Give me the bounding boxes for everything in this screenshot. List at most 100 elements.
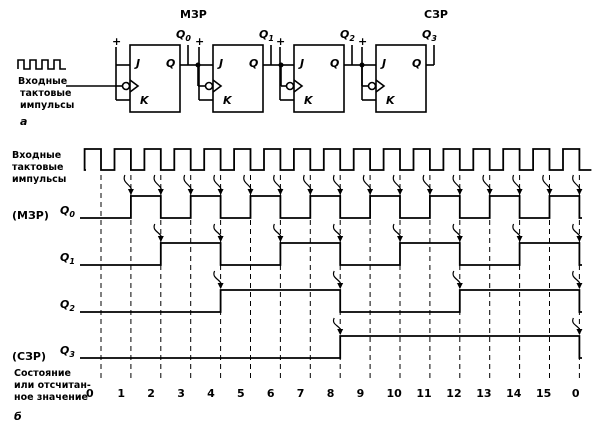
input-label-3: импульсы (20, 100, 74, 111)
pin-q-label: Q (412, 57, 421, 70)
input-label-1: Входные (18, 76, 67, 87)
pin-k-label: K (140, 94, 150, 107)
output-label-q2: Q2 (340, 28, 355, 43)
pin-q-label: Q (166, 57, 175, 70)
clock-label-3: импульсы (12, 174, 66, 185)
count-label-5: 5 (237, 387, 245, 400)
flip-flop-box (212, 44, 264, 113)
pin-q-label: Q (249, 57, 258, 70)
output-label-q0: Q0 (176, 28, 191, 43)
flip-flop-2: JKQ+Q2 (276, 28, 368, 113)
arrow-head (337, 329, 344, 335)
state-label-3: ное значение (14, 392, 88, 403)
clock-triangle (293, 79, 304, 93)
waveform-q0 (80, 195, 582, 219)
arrow-head (127, 189, 134, 195)
arrow-head (576, 283, 583, 289)
pin-j-label: J (380, 57, 386, 70)
clock-label-2: тактовые (12, 162, 63, 173)
count-label-6: 6 (267, 387, 275, 400)
pin-k-label: K (223, 94, 233, 107)
pin-j-label: J (134, 57, 140, 70)
clock-triangle (375, 79, 386, 93)
input-pulse-icon (17, 59, 66, 70)
output-label-q3: Q3 (422, 28, 437, 43)
arrow-head (247, 189, 254, 195)
count-label-8: 8 (327, 387, 335, 400)
arrow-head (337, 236, 344, 242)
part-b-label: б (14, 410, 22, 423)
signal-label-q0: Q0 (60, 204, 75, 219)
count-label-14: 14 (506, 387, 522, 400)
clock-bubble (121, 81, 131, 91)
flip-flop-0: J K Q + Q0 (112, 28, 205, 113)
flip-flop-box (375, 44, 427, 113)
clock-waveform (83, 148, 592, 171)
flip-flop-3: JKQ+Q3 (358, 28, 437, 113)
arrow-head (337, 189, 344, 195)
arrow-head (576, 236, 583, 242)
clock-bubble (204, 81, 214, 91)
part-a-label: а (20, 115, 27, 128)
arrow-head (397, 189, 403, 195)
schematic (17, 59, 115, 87)
arrow-head (217, 283, 224, 289)
count-label-4: 4 (207, 387, 215, 400)
count-label-9: 9 (357, 387, 365, 400)
count-label-3: 3 (177, 387, 185, 400)
arrow-head (576, 329, 583, 335)
waveform-q2 (80, 289, 582, 313)
arrow-head (337, 283, 344, 289)
pin-j-label: J (217, 57, 223, 70)
arrow-head (217, 189, 224, 195)
arrow-head (546, 189, 553, 195)
arrow-head (367, 189, 374, 195)
flip-flop-1: JKQ+Q1 (195, 28, 286, 113)
clock-triangle (129, 79, 140, 93)
count-label-15: 15 (536, 387, 551, 400)
arrow-head (277, 236, 284, 242)
signal-label-q3: Q3 (60, 344, 75, 359)
arrow-head (456, 236, 463, 242)
state-label-1: Состояние (14, 368, 71, 379)
lsb-label: МЗР (180, 8, 207, 21)
arrow-head (217, 236, 224, 242)
arrow-head (486, 189, 493, 195)
count-label-1: 1 (117, 387, 125, 400)
arrow-head (456, 189, 463, 195)
arrow-head (426, 189, 433, 195)
arrow-head (516, 189, 523, 195)
arrow-head (576, 189, 583, 195)
clock-triangle (212, 79, 223, 93)
flip-flop-box (293, 44, 345, 113)
plus-sign: + (112, 35, 121, 48)
arrow-head (157, 236, 164, 242)
signal-label-q2: Q2 (60, 298, 75, 313)
arrow-head (397, 236, 403, 242)
arrow-head (456, 283, 463, 289)
clock-bubble (367, 81, 377, 91)
pin-q-label: Q (330, 57, 339, 70)
flip-flop-box (129, 44, 181, 113)
count-label-0: 0 (86, 387, 94, 400)
arrow-head (277, 189, 284, 195)
arrow-head (516, 236, 523, 242)
pin-j-label: J (298, 57, 304, 70)
input-label-2: тактовые (20, 88, 71, 99)
output-label-q1: Q1 (259, 28, 274, 43)
count-label-7: 7 (297, 387, 305, 400)
arrow-head (157, 189, 164, 195)
count-label-11: 11 (416, 387, 431, 400)
count-label-13: 13 (476, 387, 491, 400)
msb-label: СЗР (424, 8, 448, 21)
count-label-16: 0 (572, 387, 580, 400)
clock-label-1: Входные (12, 150, 61, 161)
plus-sign: + (276, 35, 285, 48)
plus-sign: + (195, 35, 204, 48)
waveform-q1 (80, 242, 582, 266)
state-label-2: или отсчитан- (14, 380, 91, 391)
